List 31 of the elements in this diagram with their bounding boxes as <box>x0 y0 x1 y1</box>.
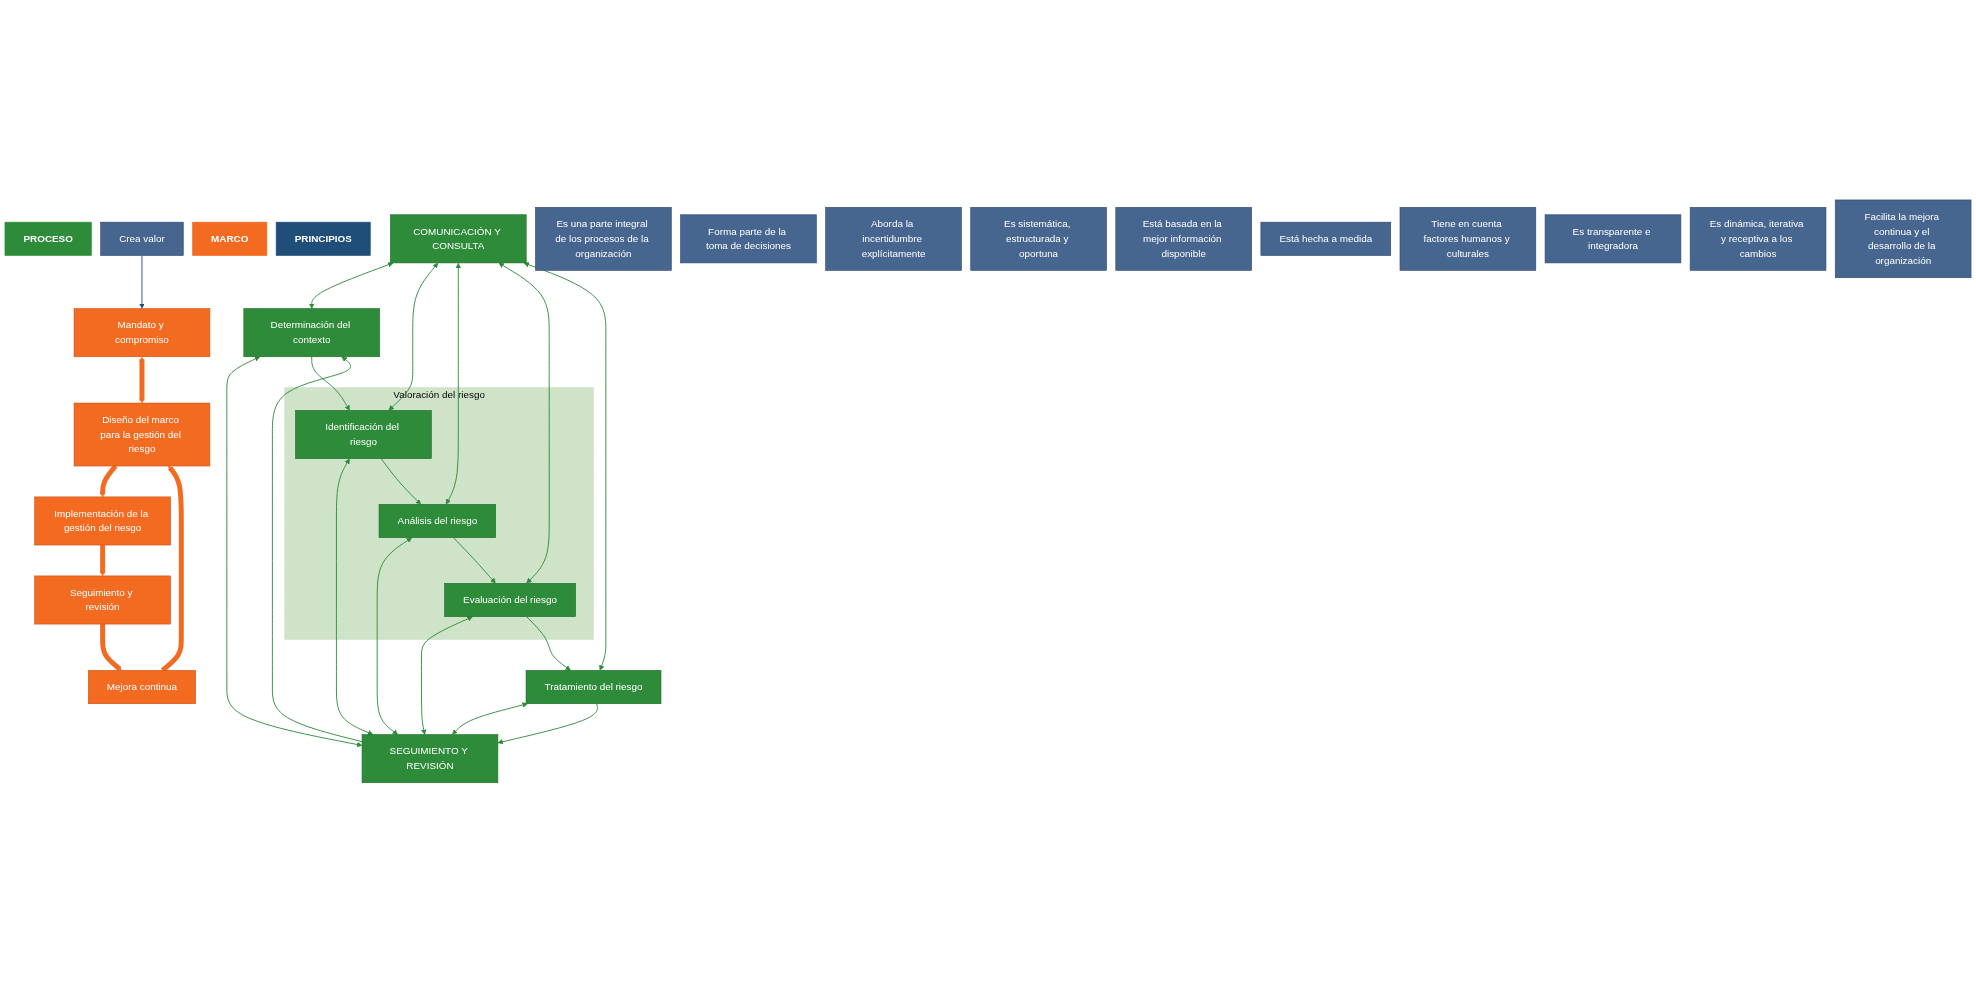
node-box: PRINCIPIOS <box>275 221 371 256</box>
node-box: Diseño del marco para la gestión del riesgo <box>73 402 211 466</box>
arrow <box>99 544 106 576</box>
node-box: COMUNICACIÓN Y CONSULTA <box>390 214 527 263</box>
node-box: Facilita la mejora continua y el desarrollo de la organización <box>1834 199 1972 278</box>
node-box: Identificación del riesgo <box>295 409 432 459</box>
node-box: SEGUIMIENTO Y REVISIÓN <box>361 733 499 783</box>
node-box: Forma parte de la toma de decisiones <box>680 214 817 263</box>
node-box: Está hecha a medida <box>1260 221 1392 256</box>
node-box: Tratamiento del riesgo <box>525 669 662 704</box>
node-box: Mejora continua <box>88 669 196 704</box>
node-box: Implementación de la gestión del riesgo <box>34 496 171 545</box>
node-box: Es sistemática, estructurada y oportuna <box>970 206 1107 271</box>
node-box: PROCESO <box>4 221 92 256</box>
node-box: Mandato y compromiso <box>73 307 211 357</box>
node-box: Determinación del contexto <box>243 307 380 357</box>
node-box: Es transparente e integradora <box>1544 214 1682 263</box>
node-box: Seguimiento y revisión <box>34 575 171 625</box>
arrow <box>160 465 184 672</box>
node-box: Análisis del riesgo <box>378 503 496 538</box>
node-box: Evaluación del riesgo <box>444 582 576 617</box>
node-box: Está basada en la mejor información disponible <box>1115 206 1252 271</box>
arrow <box>139 356 145 403</box>
node-box: Aborda la incertidumbre explícitamente <box>825 206 962 271</box>
node-box: MARCO <box>192 221 268 256</box>
arrow <box>100 623 122 671</box>
node-box: Es una parte integral de los procesos de la organización <box>535 206 672 271</box>
arrow <box>99 464 118 497</box>
node-box: Crea valor <box>100 221 184 256</box>
node-box: Es dinámica, iterativa y receptiva a los cambios <box>1689 206 1827 271</box>
node-box: Tiene en cuenta factores humanos y culturales <box>1399 206 1537 271</box>
